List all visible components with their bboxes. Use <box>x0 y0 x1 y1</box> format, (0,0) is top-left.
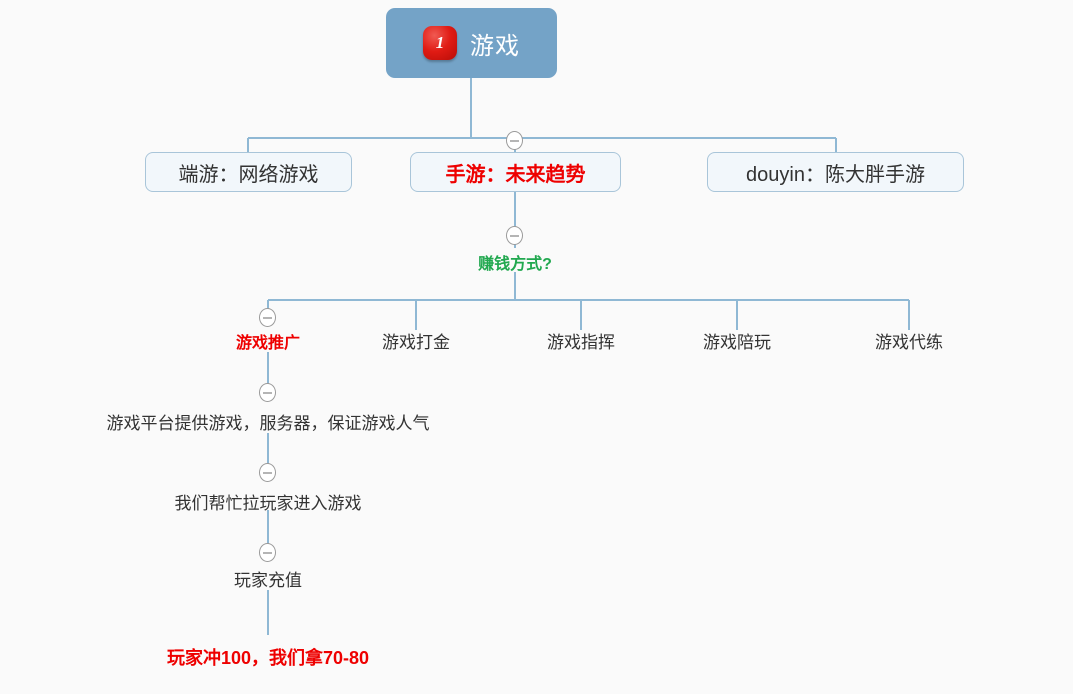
node-duanyou[interactable]: 端游：网络游戏 <box>145 152 352 192</box>
node-shouyou-label: 手游：未来趋势 <box>445 163 586 186</box>
node-lawanjia[interactable]: 我们帮忙拉玩家进入游戏 <box>168 489 368 513</box>
node-youxi-dailian-label: 游戏代练 <box>875 332 943 352</box>
node-youxi-dajin[interactable]: 游戏打金 <box>336 328 496 352</box>
root-badge-text: 1 <box>435 33 445 52</box>
node-douyin-label: douyin：陈大胖手游 <box>746 163 925 186</box>
collapse-toggle-lawanjia[interactable] <box>259 463 276 482</box>
number-badge-icon: 1 <box>423 26 457 60</box>
node-zhuanqian-fangshi-label: 赚钱方式? <box>478 256 552 273</box>
node-duanyou-label: 端游：网络游戏 <box>178 163 319 186</box>
node-wanjia-chong-100[interactable]: 玩家冲100，我们拿70-80 <box>148 645 388 669</box>
node-youxi-dajin-label: 游戏打金 <box>382 332 450 352</box>
node-youxi-zhihui-label: 游戏指挥 <box>547 332 615 352</box>
root-node[interactable]: 1 游戏 <box>386 8 557 78</box>
collapse-toggle-pingtai[interactable] <box>259 383 276 402</box>
node-wanjia-chongzhi-label: 玩家充值 <box>234 570 302 590</box>
node-youxi-zhihui[interactable]: 游戏指挥 <box>501 328 661 352</box>
collapse-toggle-zhuanqian[interactable] <box>506 226 523 245</box>
node-youxi-dailian[interactable]: 游戏代练 <box>829 328 989 352</box>
node-lawanjia-label: 我们帮忙拉玩家进入游戏 <box>174 493 362 513</box>
collapse-toggle-chongzhi[interactable] <box>259 543 276 562</box>
collapse-toggle-shouyou[interactable] <box>506 131 523 150</box>
node-wanjia-chongzhi[interactable]: 玩家充值 <box>188 566 348 590</box>
node-youxi-peiwan[interactable]: 游戏陪玩 <box>657 328 817 352</box>
node-youxi-tuiguang[interactable]: 游戏推广 <box>188 329 348 353</box>
node-wanjia-chong-100-label: 玩家冲100，我们拿70-80 <box>166 648 370 668</box>
node-youxi-peiwan-label: 游戏陪玩 <box>703 332 771 352</box>
node-pingtai-tigong-label: 游戏平台提供游戏，服务器，保证游戏人气 <box>106 413 430 433</box>
root-node-label: 游戏 <box>470 32 520 60</box>
node-pingtai-tigong[interactable]: 游戏平台提供游戏，服务器，保证游戏人气 <box>88 409 448 433</box>
node-zhuanqian-fangshi[interactable]: 赚钱方式? <box>435 250 595 274</box>
node-youxi-tuiguang-label: 游戏推广 <box>235 335 300 352</box>
node-shouyou[interactable]: 手游：未来趋势 <box>410 152 621 192</box>
node-douyin[interactable]: douyin：陈大胖手游 <box>707 152 964 192</box>
collapse-toggle-youxi-tuiguang[interactable] <box>259 308 276 327</box>
